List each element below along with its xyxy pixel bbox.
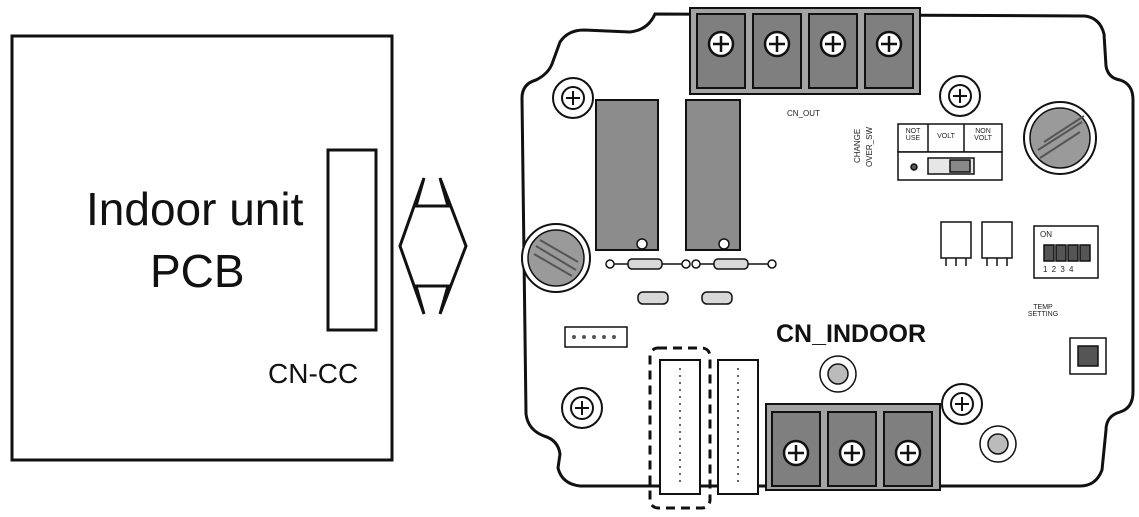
cn-indoor-connectors: [659, 359, 759, 495]
switch-option-not-use: NOT USE: [901, 128, 925, 143]
trimmer-knob-icons: [521, 101, 1097, 293]
small-pin-header: [564, 326, 628, 348]
cn-indoor-highlight-dashed: [648, 346, 712, 510]
switch-option-not: NOT: [905, 128, 921, 135]
switch-option-non-volt: NON VOLT: [967, 128, 999, 143]
bidirectional-arrow-icon: [398, 177, 468, 315]
switch-option-volt-2: VOLT: [974, 135, 992, 143]
resistor-components: [605, 258, 777, 305]
relay-components: [595, 99, 741, 251]
pcb-title: PCB: [150, 245, 245, 297]
bottom-terminal-screw-icons: [782, 439, 922, 467]
indoor-unit-title: Indoor unit: [86, 183, 304, 235]
temp-setting-label: TEMP SETTING: [1026, 304, 1060, 319]
cn-cc-label: CN-CC: [268, 358, 359, 389]
top-terminal-screw-icons: [707, 30, 903, 58]
change-over-label-1: CHANGE: [853, 128, 862, 163]
grommet-icons: [819, 355, 1017, 463]
cn-out-label: CN_OUT: [787, 109, 820, 118]
mounting-screw-icons: [552, 75, 983, 429]
setting-label: SETTING: [1027, 311, 1059, 319]
temp-label: TEMP: [1033, 304, 1053, 311]
change-over-switch: [897, 123, 1003, 181]
switch-option-volt: VOLT: [937, 133, 955, 140]
dip-on-label: ON: [1040, 230, 1052, 239]
switch-option-non: NON: [975, 128, 991, 135]
cn-indoor-label: CN_INDOOR: [776, 320, 927, 348]
dip-switch: [1033, 225, 1099, 279]
dip-numbers-label: 1 2 3 4: [1043, 265, 1074, 274]
cn-cc-connector: [326, 148, 378, 332]
temp-setting-push-button: [1069, 337, 1107, 375]
small-components: [940, 221, 1013, 266]
change-over-label-2: OVER_SW: [865, 126, 874, 167]
switch-option-use: USE: [905, 135, 921, 143]
